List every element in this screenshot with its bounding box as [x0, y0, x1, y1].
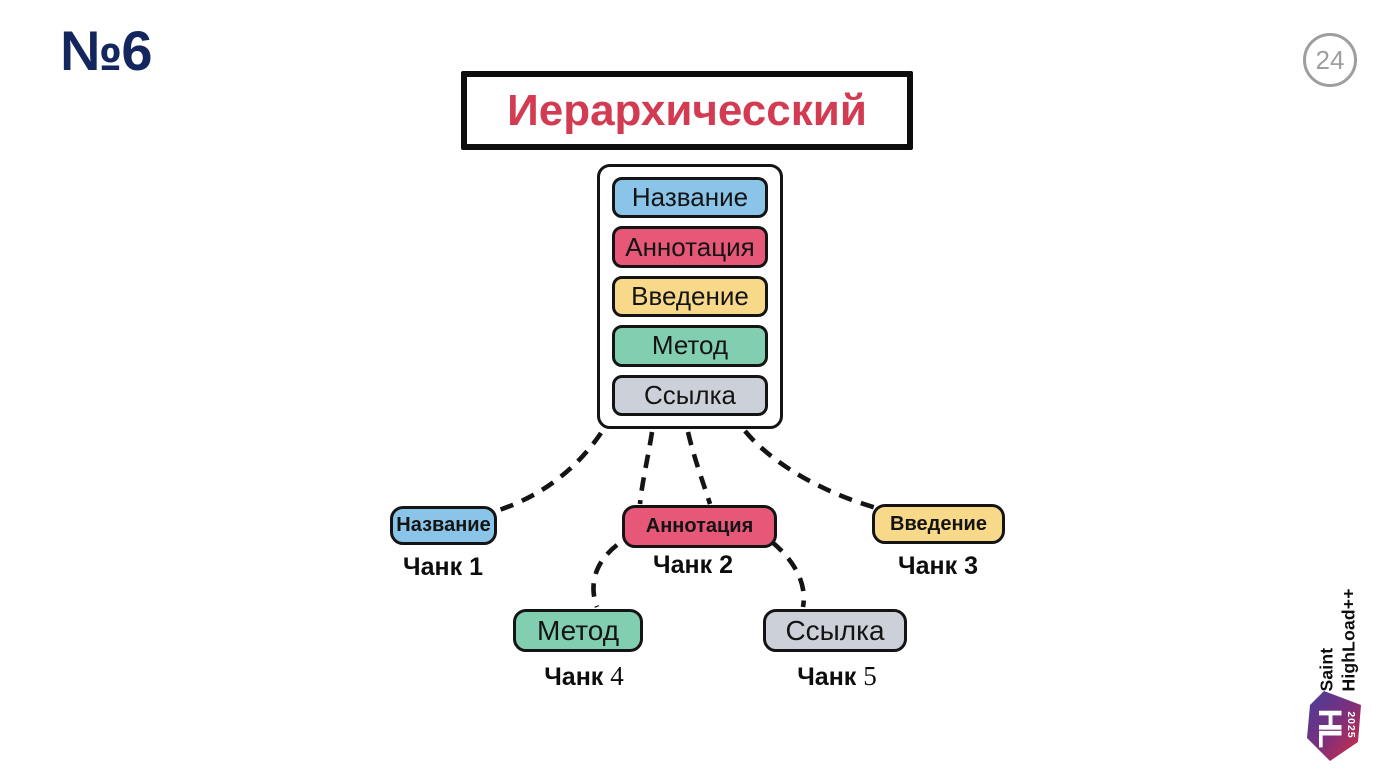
slide-title: Иерархичесский — [507, 85, 867, 135]
connector-chunk2-to-chunk4 — [591, 543, 619, 608]
logo-year-text: 2025 — [1345, 711, 1357, 738]
chunk2-label: Аннотация — [645, 515, 754, 537]
stack-section-label: Название — [631, 182, 749, 213]
stack-section-method: Метод — [612, 325, 768, 367]
chunk-caption-num: 1 — [469, 553, 483, 581]
slide-number: №6 — [60, 19, 153, 82]
connector-stack-to-chunk1 — [495, 431, 603, 514]
connector-stack-to-chunk2-left — [637, 431, 655, 505]
chunk3-pill: Введение — [872, 504, 1005, 544]
chunk3-label: Введение — [890, 512, 987, 535]
stack-section-label: Ссылка — [643, 379, 737, 410]
chunk2-caption: Чанк 2 — [628, 551, 758, 580]
document-stack: Название Аннотация Введение Метод Ссылка — [597, 164, 783, 429]
title-box: Иерархичесский — [461, 71, 913, 150]
chunk1-caption: Чанк 1 — [378, 553, 508, 582]
stack-section-abstract: Аннотация — [612, 226, 768, 268]
chunk3-caption: Чанк 3 — [873, 552, 1003, 581]
connector-chunk2-to-chunk5 — [770, 540, 807, 608]
chunk5-caption: Чанк 5 — [772, 661, 902, 692]
chunk-caption-word: Чанк — [653, 551, 713, 579]
chunk2-pill: Аннотация — [622, 505, 777, 548]
chunk-caption-num: 2 — [719, 551, 733, 579]
chunk-caption-word: Чанк — [544, 663, 604, 691]
chunk-caption-word: Чанк — [403, 553, 463, 581]
chunk-caption-word: Чанк — [898, 552, 958, 580]
chunk-caption-num: 3 — [964, 552, 978, 580]
stack-section-label: Введение — [631, 281, 749, 311]
chunk5-label: Ссылка — [785, 614, 885, 646]
stack-section-title: Название — [612, 176, 768, 219]
logo-wordmark: Saint HighLoad++ — [1316, 547, 1365, 692]
chunk-caption-num: 5 — [863, 661, 877, 691]
logo-brand-line1: Saint — [1316, 647, 1337, 692]
connector-stack-to-chunk3 — [743, 429, 885, 513]
logo-shield: HL 2025 — [1307, 691, 1361, 761]
chunk1-pill: Название — [390, 506, 497, 545]
chunk1-label: Название — [396, 514, 491, 536]
chunk-caption-word: Чанк — [797, 663, 857, 691]
chunk4-label: Метод — [536, 614, 620, 646]
stack-section-label: Метод — [651, 330, 729, 361]
chunk-caption-num: 4 — [610, 661, 624, 691]
stack-section-intro: Введение — [612, 275, 768, 318]
shield-shape — [1307, 691, 1361, 761]
stack-section-label: Аннотация — [625, 231, 755, 262]
logo-brand-line2: HighLoad++ — [1338, 588, 1359, 692]
hl-monogram-text: HL — [1312, 709, 1348, 748]
page-number: 24 — [1315, 44, 1345, 75]
chunk5-pill: Ссылка — [763, 609, 907, 652]
stack-section-link: Ссылка — [612, 374, 768, 417]
chunk4-caption: Чанк 4 — [519, 661, 649, 692]
chunk4-pill: Метод — [513, 609, 643, 652]
connector-stack-to-chunk2-right — [685, 431, 713, 505]
page-number-badge: 24 — [1303, 33, 1357, 87]
